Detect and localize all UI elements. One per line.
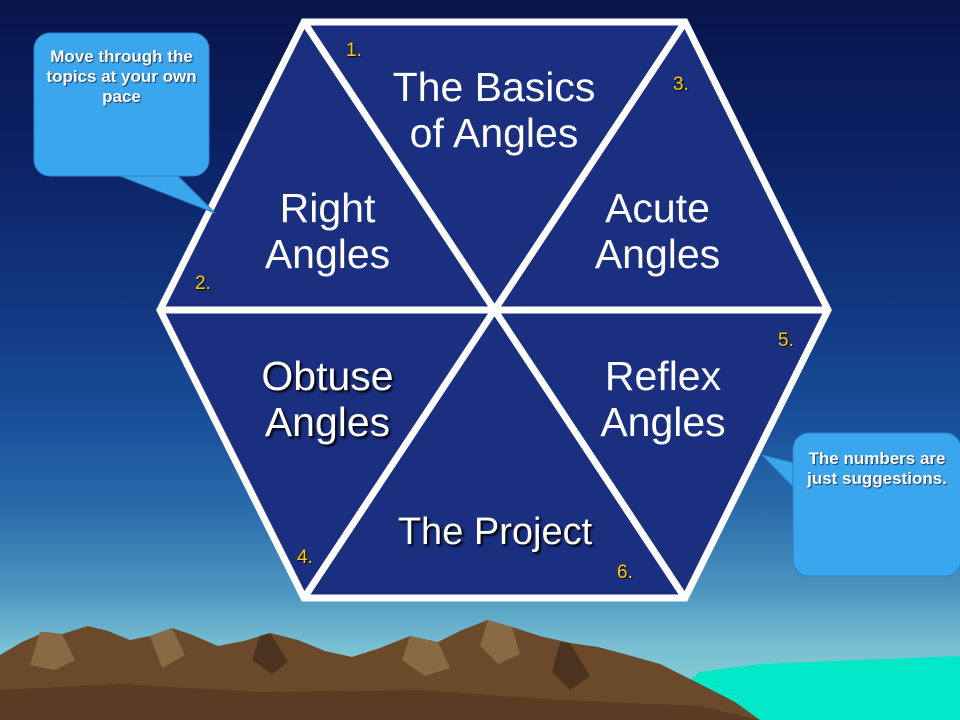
callout-top-left [33,32,216,214]
callout-bottom-right-text: The numbers are just suggestions. [807,449,947,489]
number-2: 2. [195,273,211,294]
label-project-line1: The Project [397,511,593,553]
number-1: 1. [346,40,362,61]
label-reflex-angles: Reflex Angles [578,353,748,446]
label-right-angles: Right Angles [245,185,410,278]
number-4: 4. [297,547,313,568]
number-3: 3. [673,74,689,95]
callout-bottom-right [760,432,960,577]
label-reflex-line1: Reflex [604,353,722,399]
label-the-project: The Project [370,511,620,554]
label-obtuse-angles: Obtuse Angles [240,353,415,446]
label-right-line2: Angles [264,230,391,277]
label-obtuse-line2: Angles [264,398,391,445]
label-right-line1: Right [279,185,376,231]
label-acute-angles: Acute Angles [575,185,740,278]
callout-top-left-text: Move through the topics at your own pace [46,47,197,107]
label-reflex-line2: Angles [600,398,726,445]
label-acute-line1: Acute [605,185,710,231]
mountain-range [0,620,760,720]
label-basics: The Basics of Angles [378,64,610,157]
number-5: 5. [778,330,794,351]
label-basics-line1: The Basics [392,64,596,110]
label-basics-line2: of Angles [409,109,579,156]
label-obtuse-line1: Obtuse [261,353,394,399]
number-6: 6. [617,562,633,583]
label-acute-line2: Angles [594,230,721,277]
